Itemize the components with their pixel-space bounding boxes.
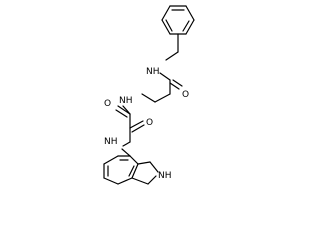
bond (147, 175, 157, 185)
atom-label-o-oxalyl-left: O (104, 99, 111, 109)
bond (117, 177, 133, 185)
bond (161, 19, 171, 35)
bond (103, 177, 119, 185)
atom-label-o-amide: O (182, 90, 189, 100)
double-bond-inner (165, 19, 173, 32)
bond (103, 155, 119, 165)
atom-label-nh-benzyl: NH (146, 67, 160, 77)
bond (117, 105, 131, 115)
bond (131, 163, 139, 179)
bond (129, 120, 144, 129)
phenyl-ring (161, 5, 195, 35)
pyrrolidine-ring (131, 161, 159, 185)
molecule-structure-diagram: NH O NH O O NH NH (103, 5, 195, 185)
bond (169, 82, 180, 90)
bond (161, 5, 171, 21)
atom-label-nh-glycine: NH (119, 96, 133, 106)
bond (121, 148, 131, 157)
bond (131, 124, 145, 133)
bond (185, 5, 195, 21)
bond (172, 79, 183, 87)
bond (149, 161, 159, 173)
bond (115, 109, 128, 118)
isoindoline-benzene-ring (103, 155, 139, 185)
double-bond-inner (128, 165, 135, 177)
bond (154, 93, 171, 103)
atom-label-nh-aryl: NH (104, 137, 118, 147)
bond (141, 93, 156, 103)
double-bond-inner (182, 20, 190, 32)
bond (137, 161, 151, 165)
atom-label-nh-ring: NH (158, 171, 172, 181)
bond (165, 51, 179, 61)
bond (185, 19, 195, 35)
atom-label-o-oxalyl-right: O (146, 118, 153, 128)
bond (122, 141, 131, 147)
bond (131, 177, 149, 185)
bond (159, 72, 171, 81)
bond (129, 155, 139, 165)
